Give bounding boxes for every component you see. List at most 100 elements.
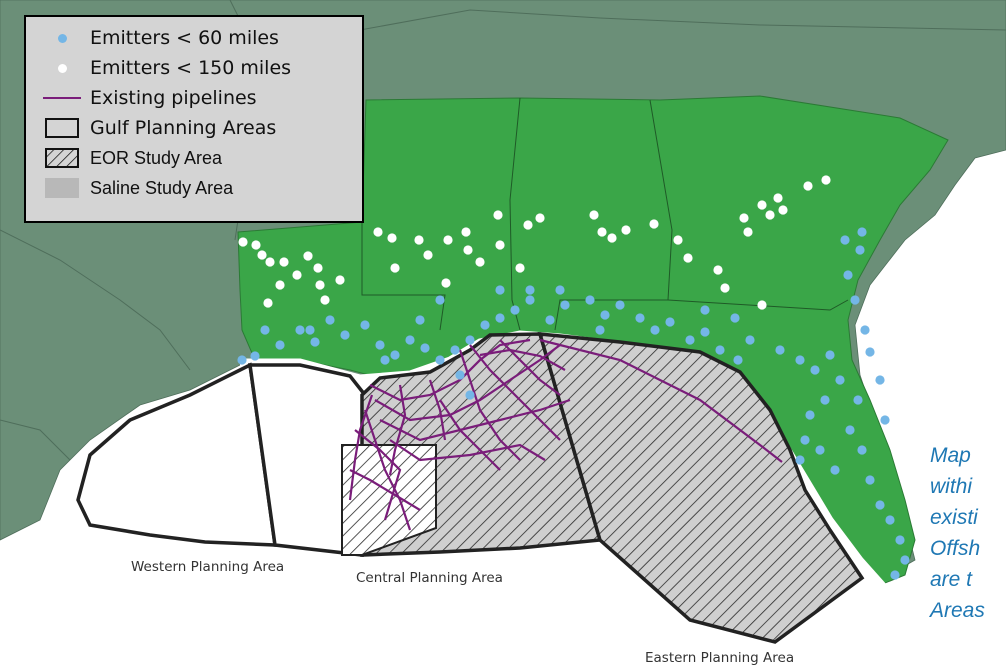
emitter-far-dot <box>443 235 453 245</box>
emitter-near-dot <box>420 343 430 353</box>
emitter-far-dot <box>757 300 767 310</box>
emitter-near-dot <box>865 347 875 357</box>
eastern-area-label: Eastern Planning Area <box>645 650 795 666</box>
emitter-far-dot <box>303 251 313 261</box>
emitter-far-dot <box>463 245 473 255</box>
emitter-near-dot <box>815 445 825 455</box>
central-area-label: Central Planning Area <box>356 570 503 586</box>
emitter-far-dot <box>263 298 273 308</box>
emitter-near-dot <box>900 555 910 565</box>
state-border <box>509 97 521 331</box>
emitter-near-dot <box>390 350 400 360</box>
dot-blue-icon <box>40 33 84 43</box>
emitter-near-dot <box>665 317 675 327</box>
emitter-far-dot <box>335 275 345 285</box>
emitter-near-dot <box>810 365 820 375</box>
emitter-near-dot <box>275 340 285 350</box>
emitter-far-dot <box>238 237 248 247</box>
emitter-near-dot <box>635 313 645 323</box>
legend-item-saline: Saline Study Area <box>40 173 352 203</box>
emitter-far-dot <box>621 225 631 235</box>
emitter-far-dot <box>495 240 505 250</box>
emitter-near-dot <box>545 315 555 325</box>
legend: Emitters < 60 miles Emitters < 150 miles… <box>24 15 364 223</box>
emitter-near-dot <box>525 285 535 295</box>
emitter-near-dot <box>865 475 875 485</box>
emitter-far-dot <box>765 210 775 220</box>
emitter-near-dot <box>495 285 505 295</box>
outline-box-icon <box>40 118 84 138</box>
emitter-far-dot <box>739 213 749 223</box>
emitter-near-dot <box>595 325 605 335</box>
emitter-far-dot <box>461 227 471 237</box>
emitter-far-dot <box>414 235 424 245</box>
caption: Map withi existi Offsh are t Areas <box>930 440 1006 626</box>
emitter-far-dot <box>257 250 267 260</box>
emitter-near-dot <box>360 320 370 330</box>
emitter-near-dot <box>850 295 860 305</box>
emitter-near-dot <box>805 410 815 420</box>
emitter-near-dot <box>465 390 475 400</box>
emitter-far-dot <box>649 219 659 229</box>
line-purple-icon <box>40 97 84 99</box>
emitter-near-dot <box>295 325 305 335</box>
dot-white-icon <box>40 63 84 73</box>
emitter-near-dot <box>237 355 247 365</box>
emitter-near-dot <box>455 370 465 380</box>
emitter-near-dot <box>685 335 695 345</box>
emitter-near-dot <box>405 335 415 345</box>
emitter-near-dot <box>525 295 535 305</box>
emitter-far-dot <box>279 257 289 267</box>
emitter-near-dot <box>615 300 625 310</box>
eor-white-block <box>341 444 437 556</box>
emitter-near-dot <box>890 570 900 580</box>
emitter-near-dot <box>380 355 390 365</box>
emitter-near-dot <box>843 270 853 280</box>
emitter-near-dot <box>800 435 810 445</box>
emitters-far-layer <box>238 175 831 310</box>
emitter-far-dot <box>265 257 275 267</box>
emitter-near-dot <box>700 305 710 315</box>
emitter-near-dot <box>880 415 890 425</box>
legend-item-emitters-near: Emitters < 60 miles <box>40 23 352 53</box>
emitter-far-dot <box>778 205 788 215</box>
emitter-near-dot <box>465 335 475 345</box>
caption-line: are t <box>930 568 973 591</box>
emitter-far-dot <box>757 200 767 210</box>
emitter-near-dot <box>495 313 505 323</box>
emitter-far-dot <box>683 253 693 263</box>
emitter-far-dot <box>743 227 753 237</box>
emitter-near-dot <box>860 325 870 335</box>
legend-label: Emitters < 150 miles <box>90 57 292 79</box>
emitter-far-dot <box>373 227 383 237</box>
emitter-near-dot <box>260 325 270 335</box>
emitter-near-dot <box>853 395 863 405</box>
emitter-near-dot <box>857 227 867 237</box>
emitter-near-dot <box>585 295 595 305</box>
emitter-far-dot <box>589 210 599 220</box>
caption-line: Areas <box>930 599 985 622</box>
emitter-near-dot <box>375 340 385 350</box>
legend-item-emitters-far: Emitters < 150 miles <box>40 53 352 83</box>
emitter-far-dot <box>320 295 330 305</box>
emitter-far-dot <box>390 263 400 273</box>
legend-item-eor: EOR Study Area <box>40 143 352 173</box>
emitter-far-dot <box>387 233 397 243</box>
caption-line: Map <box>930 444 971 467</box>
emitter-far-dot <box>523 220 533 230</box>
emitter-near-dot <box>857 445 867 455</box>
emitter-far-dot <box>713 265 723 275</box>
emitter-far-dot <box>773 193 783 203</box>
emitter-far-dot <box>441 278 451 288</box>
emitter-near-dot <box>795 355 805 365</box>
emitter-near-dot <box>855 245 865 255</box>
emitter-near-dot <box>840 235 850 245</box>
emitter-far-dot <box>251 240 261 250</box>
emitter-far-dot <box>821 175 831 185</box>
emitter-far-dot <box>515 263 525 273</box>
emitter-near-dot <box>560 300 570 310</box>
emitter-near-dot <box>600 310 610 320</box>
emitter-near-dot <box>715 345 725 355</box>
legend-label: Saline Study Area <box>90 177 234 198</box>
emitter-near-dot <box>745 335 755 345</box>
